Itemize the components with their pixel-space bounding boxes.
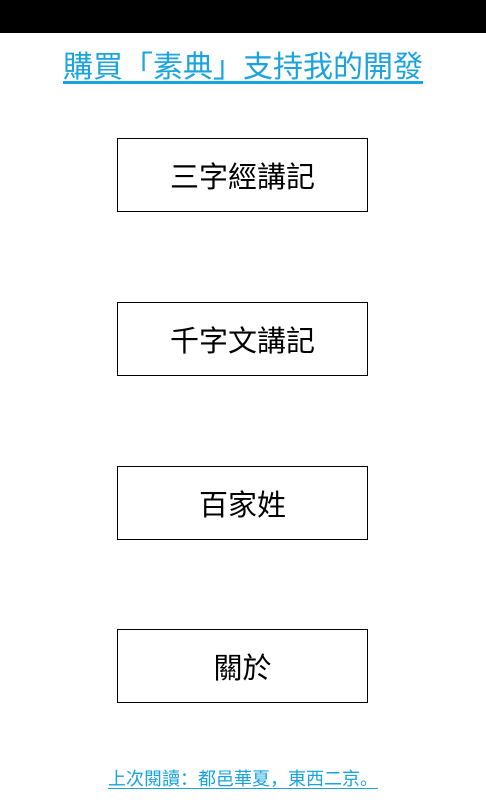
qianziwen-button[interactable]: 千字文講記 bbox=[117, 302, 368, 376]
baijiaxing-button[interactable]: 百家姓 bbox=[117, 466, 368, 540]
sanzijing-button[interactable]: 三字經講記 bbox=[117, 138, 368, 212]
buy-sudian-link[interactable]: 購買「素典」支持我的開發 bbox=[63, 50, 423, 85]
about-button[interactable]: 關於 bbox=[117, 629, 368, 703]
last-read-link[interactable]: 上次閱讀：都邑華夏，東西二京。 bbox=[108, 769, 378, 790]
status-bar bbox=[0, 0, 486, 33]
